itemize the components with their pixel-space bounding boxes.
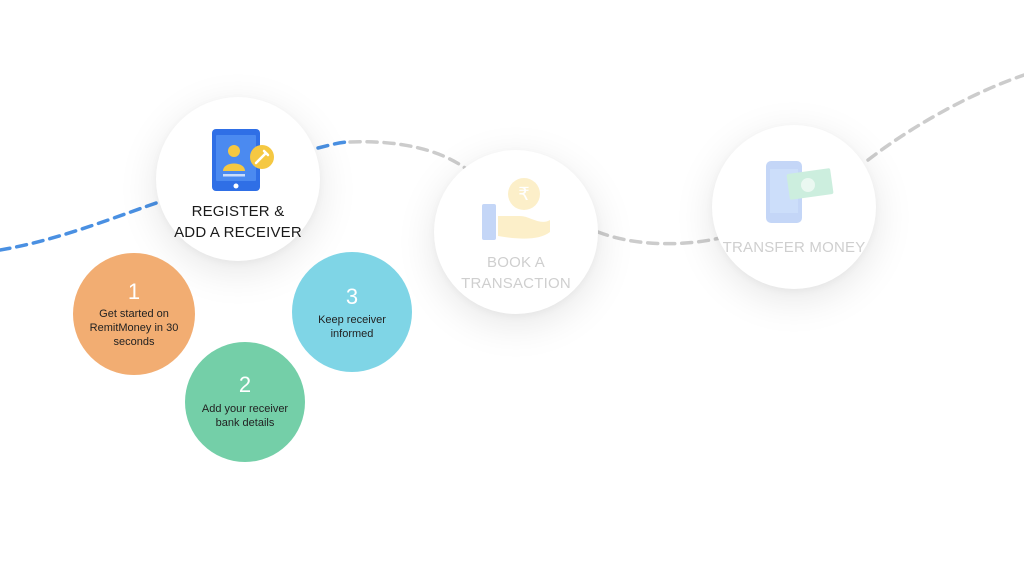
step-register-label: REGISTER & ADD A RECEIVER	[174, 203, 302, 241]
substep-2-text: Add your receiver bank details	[201, 403, 289, 429]
substep-2-circle: 2 Add your receiver bank details	[185, 342, 305, 462]
step-transfer-circle: TRANSFER MONEY	[712, 125, 876, 289]
substep-1-text: Get started on RemitMoney in 30 seconds	[89, 308, 179, 348]
substep-3-number: 3	[345, 284, 359, 309]
step-book-label: BOOK A TRANSACTION	[461, 254, 571, 292]
step-transfer-label: TRANSFER MONEY	[722, 239, 866, 256]
substep-3-circle: 3 Keep receiver informed	[292, 252, 412, 372]
step-register-circle: REGISTER & ADD A RECEIVER	[156, 97, 320, 261]
rupee-hand-icon: ₹	[480, 176, 554, 247]
substep-3-text: Keep receiver informed	[318, 314, 386, 340]
path-inactive-segment	[348, 73, 1024, 246]
substep-2-number: 2	[238, 372, 252, 397]
step-book-circle: ₹ BOOK A TRANSACTION	[434, 150, 598, 314]
substep-1-number: 1	[127, 279, 141, 304]
substep-1-circle: 1 Get started on RemitMoney in 30 second…	[73, 253, 195, 375]
phone-money-icon	[762, 159, 836, 230]
tablet-user-icon	[210, 127, 276, 198]
path-active-segment	[0, 140, 352, 252]
svg-text:₹: ₹	[518, 184, 529, 205]
